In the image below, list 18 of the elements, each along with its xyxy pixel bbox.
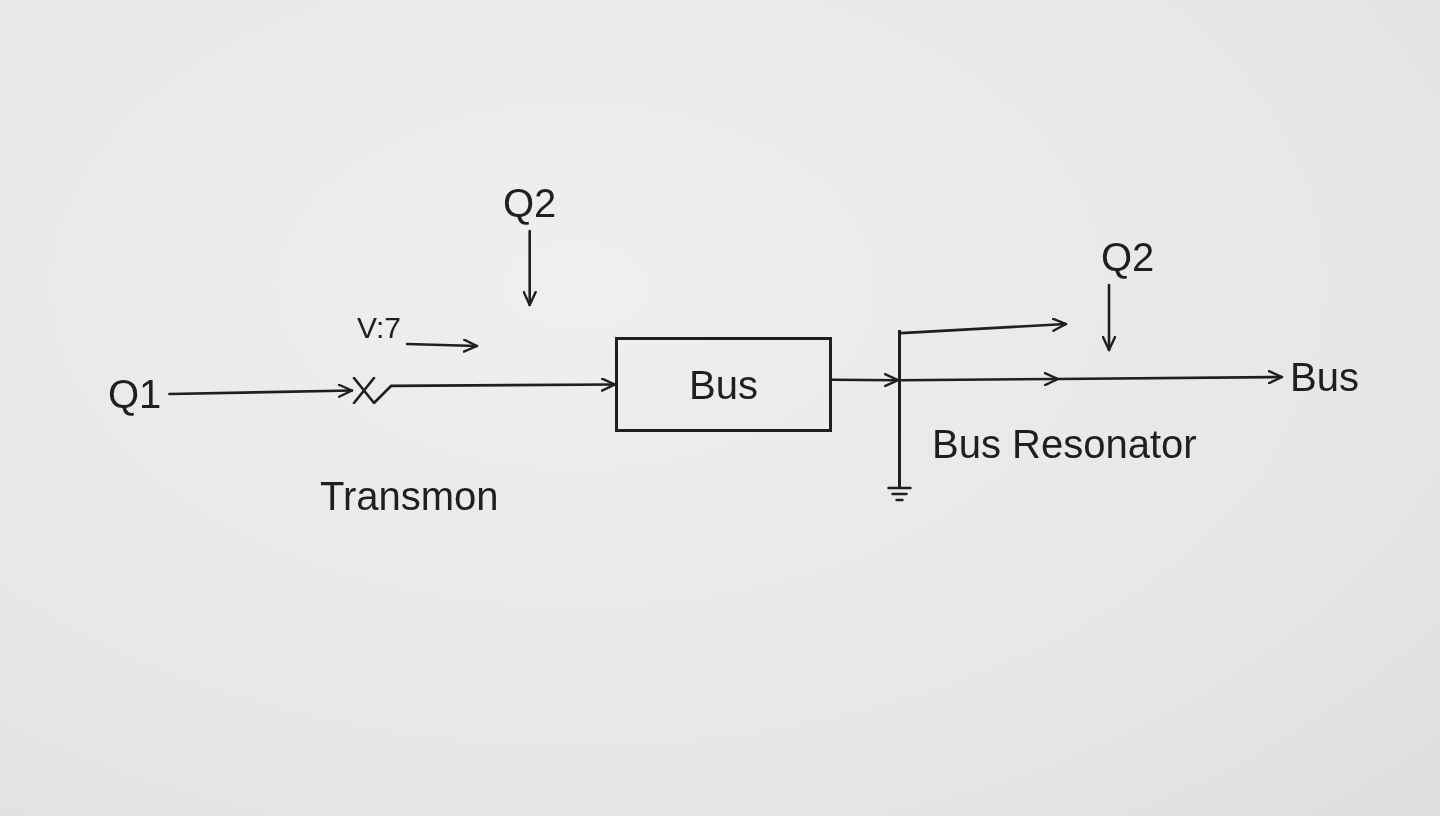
node-label: Q1 [108,374,162,414]
junction-icon [352,377,392,404]
arrow [899,317,1068,335]
arrow [830,372,900,388]
arrow [522,229,537,307]
caption-label: Bus Resonator [932,424,1197,464]
arrow [899,370,1284,386]
vertical-line [898,330,901,487]
box-label: Bus [689,364,758,405]
node-label: Bus [1290,357,1359,397]
process-box [615,337,832,432]
arrow [1101,283,1117,352]
node-label: Q2 [1101,237,1155,277]
arrow [168,383,354,398]
note-label: V:7 [357,313,401,343]
caption-label: Transmon [320,476,499,516]
node-label: Q2 [503,183,557,223]
arrow [390,377,617,392]
